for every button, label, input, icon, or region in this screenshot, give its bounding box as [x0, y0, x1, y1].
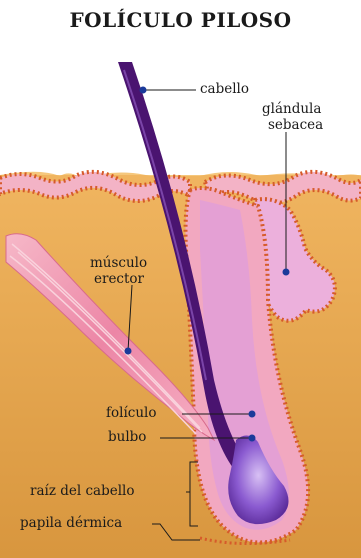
label-sebacea: sebacea — [268, 118, 323, 133]
label-bulbo: bulbo — [108, 430, 146, 445]
label-erector: erector — [94, 272, 144, 287]
label-glandula: glándula — [262, 102, 321, 117]
label-cabello: cabello — [200, 82, 249, 97]
label-musculo: músculo — [90, 256, 147, 271]
label-papila: papila dérmica — [20, 516, 122, 531]
label-foliculo: folículo — [106, 406, 156, 421]
label-raiz: raíz del cabello — [30, 484, 134, 499]
